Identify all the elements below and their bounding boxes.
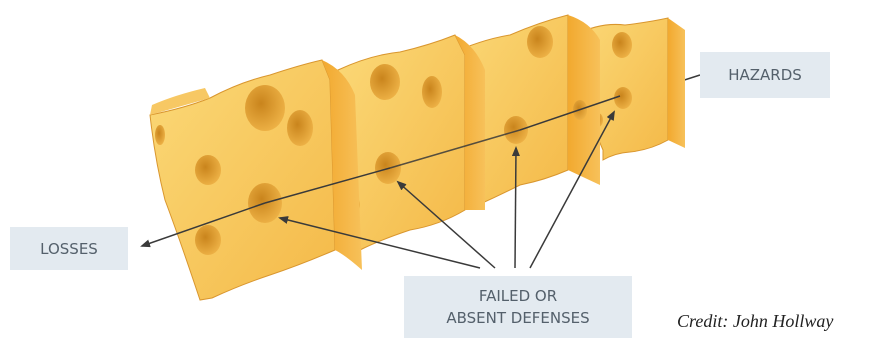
losses-text: LOSSES: [40, 239, 98, 258]
defense-arrow-1: [278, 216, 481, 269]
defense-arrow-4: [529, 110, 615, 269]
losses-arrow: [140, 202, 266, 248]
defenses-text-line2: ABSENT DEFENSES: [446, 309, 590, 327]
hole: [614, 87, 632, 109]
cheese-slice-1: [149, 59, 362, 301]
hole: [612, 32, 632, 58]
hole: [370, 64, 400, 100]
hole: [195, 225, 221, 255]
hazards-label: HAZARDS: [700, 52, 830, 98]
hazards-text: HAZARDS: [728, 66, 802, 84]
hole: [245, 85, 285, 131]
hole: [422, 76, 442, 108]
hole: [527, 26, 553, 58]
trajectory-segment: [389, 129, 521, 169]
hole: [287, 110, 313, 146]
losses-label: LOSSES: [10, 227, 128, 270]
hole: [195, 155, 221, 185]
defense-arrow-3: [511, 146, 520, 269]
failed-defenses-label: FAILED OR ABSENT DEFENSES: [404, 276, 632, 338]
hole: [504, 116, 528, 144]
hole: [155, 125, 165, 145]
credit-text: Credit: John Hollway: [677, 311, 834, 331]
trajectory-segment: [264, 167, 391, 204]
cheese-slice-2: [337, 34, 485, 251]
defenses-text-line1: FAILED OR: [478, 287, 558, 305]
defense-arrow-2: [396, 180, 496, 269]
trajectory-segment: [519, 95, 621, 131]
